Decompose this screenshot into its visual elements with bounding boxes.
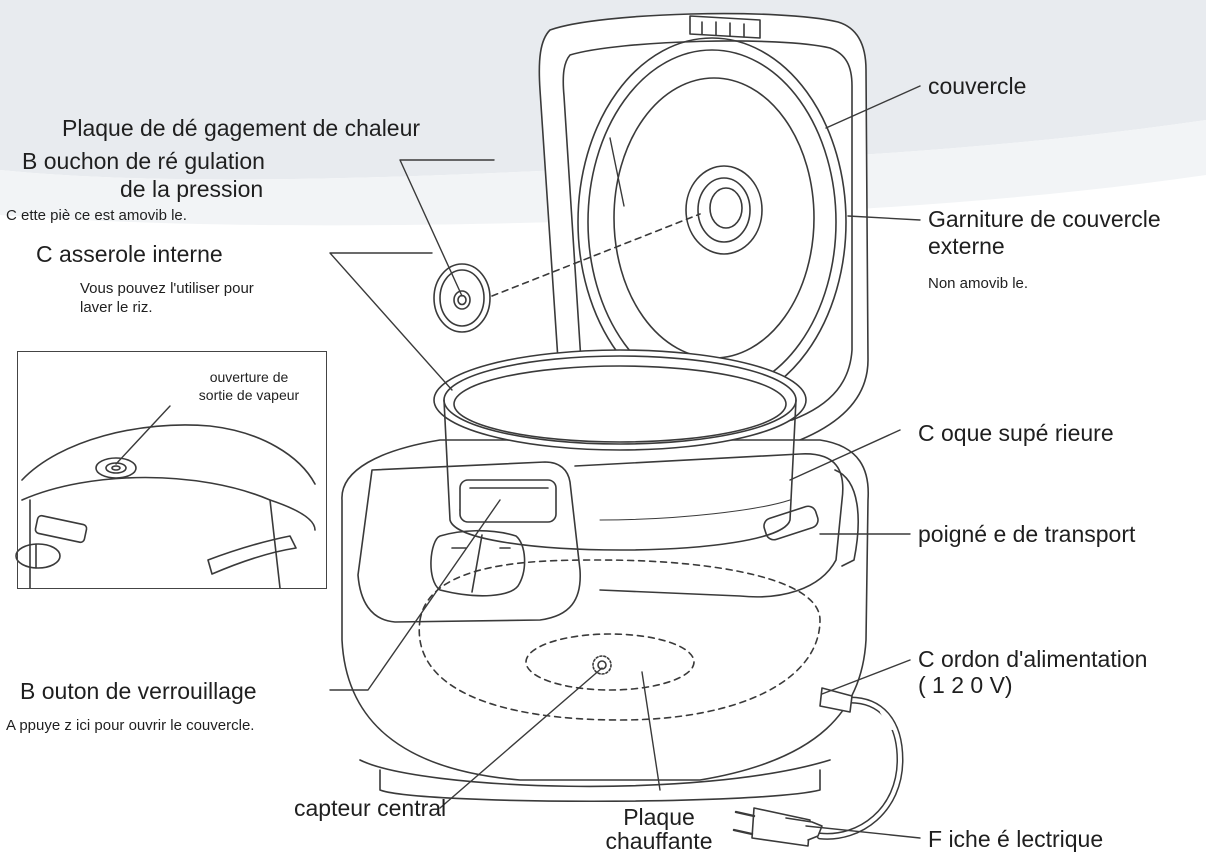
- label-casserole: C asserole interne: [36, 241, 223, 267]
- inset-frame: [17, 351, 327, 589]
- label-ouverture-2: sortie de vapeur: [198, 387, 300, 403]
- label-bouchon-2: de la pression: [120, 176, 264, 202]
- label-cordon-2: ( 1 2 0 V): [918, 672, 1013, 698]
- label-poignee: poigné e de transport: [918, 521, 1136, 547]
- inner-pot: [433, 349, 807, 551]
- pressure-cap: [433, 213, 701, 333]
- label-capteur: capteur central: [294, 795, 447, 821]
- label-garniture-2: externe: [928, 233, 1005, 259]
- label-bouton-note: A ppuye z ici pour ouvrir le couvercle.: [6, 717, 255, 734]
- label-plaque-degagement: Plaque de dé gagement de chaleur: [62, 115, 421, 141]
- label-casserole-note-2: laver le riz.: [80, 299, 153, 316]
- label-garniture-note: Non amovib le.: [928, 275, 1029, 292]
- label-casserole-note-1: Vous pouvez l'utiliser pour: [80, 280, 254, 297]
- label-bouchon-note: C ette piè ce est amovib le.: [6, 207, 187, 224]
- label-bouton: B outon de verrouillage: [20, 678, 257, 704]
- inset-drawing: [15, 420, 318, 589]
- label-bouchon-1: B ouchon de ré gulation: [22, 148, 265, 174]
- label-couvercle: couvercle: [928, 73, 1027, 99]
- label-fiche: F iche é lectrique: [928, 826, 1104, 852]
- label-plaque-chauffante-1: Plaque: [623, 804, 695, 830]
- label-coque: C oque supé rieure: [918, 420, 1114, 446]
- cooker-body: [341, 439, 870, 803]
- label-ouverture-1: ouverture de: [209, 369, 289, 385]
- leader-lines: [115, 85, 921, 839]
- power-cord: [732, 687, 904, 847]
- label-cordon-1: C ordon d'alimentation: [918, 646, 1148, 672]
- label-garniture-1: Garniture de couvercle: [928, 206, 1161, 232]
- label-plaque-chauffante-2: chauffante: [605, 828, 713, 854]
